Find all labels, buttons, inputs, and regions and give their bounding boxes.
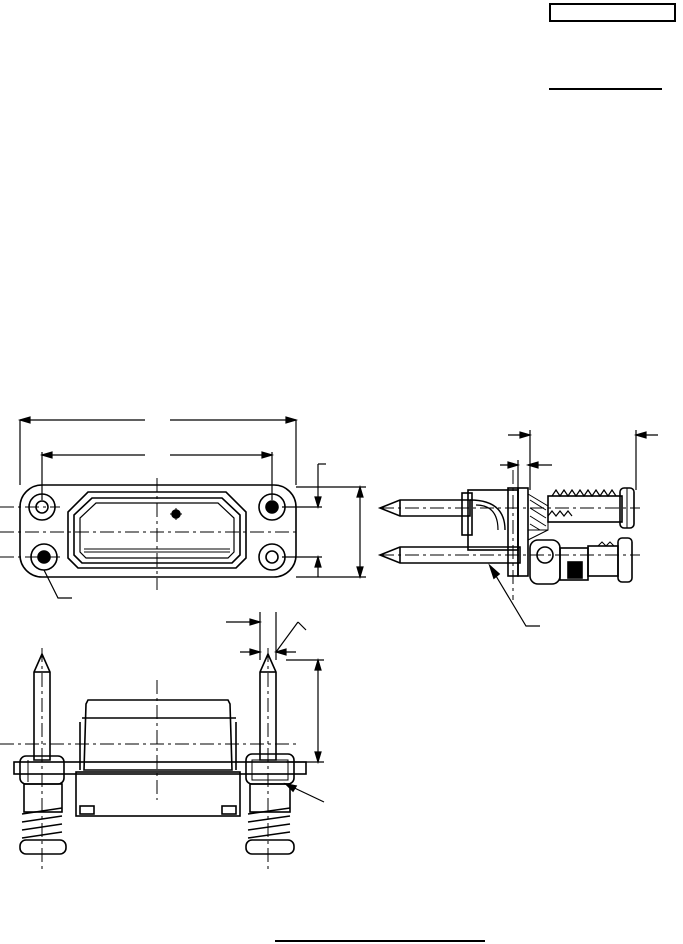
bottom-flange [13, 761, 307, 775]
side-leader [489, 565, 540, 627]
side-lower-jackscrew [529, 537, 633, 585]
overall-width-dimension [17, 416, 299, 485]
bottom-shell [75, 699, 241, 817]
flange-outline [19, 484, 297, 578]
figure-caption-rule [275, 940, 485, 942]
side-dimensions [500, 430, 658, 490]
bottom-center-lines [0, 648, 300, 872]
shell-outline [67, 491, 247, 569]
mounting-hole-bottom-right [258, 543, 286, 571]
front-leader [43, 569, 72, 599]
front-center-lines [0, 478, 300, 590]
bottom-left-jackscrew [19, 755, 67, 855]
document-number-box [549, 3, 676, 22]
front-view [0, 416, 366, 599]
side-hatch [527, 493, 549, 541]
side-shell [467, 489, 519, 551]
side-view [377, 430, 658, 627]
height-dimensions [282, 463, 366, 580]
insert-face [84, 548, 230, 553]
bottom-right-jackscrew [245, 753, 295, 855]
hole-spacing-dimension [39, 451, 275, 500]
bottom-view [0, 612, 325, 872]
side-center-lines [380, 470, 640, 600]
bottom-dimensions [226, 612, 324, 765]
document-header-rule [549, 88, 662, 90]
